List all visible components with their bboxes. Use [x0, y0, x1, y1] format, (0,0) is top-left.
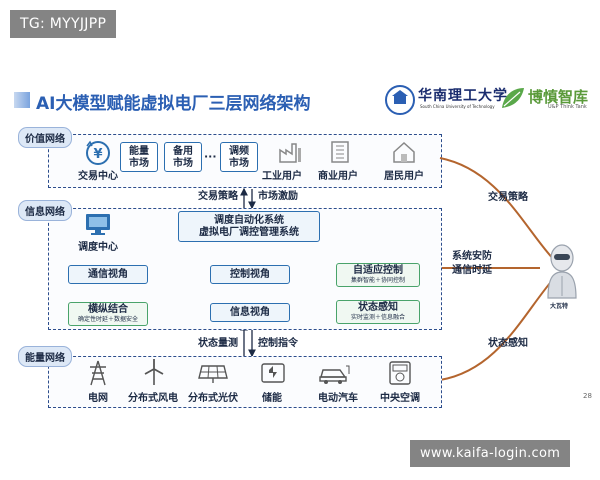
reserve-market-box: 备用 市场 — [164, 142, 202, 172]
right-trading-strategy-label: 交易策略 — [488, 192, 528, 203]
vertical-horizontal-box: 横纵结合 确定性时延＋数据安全 — [68, 302, 148, 326]
right-state-sense-label: 状态感知 — [488, 338, 528, 349]
energy-market-box: 能量 市场 — [120, 142, 158, 172]
adaptive-control-box: 自适应控制 集群智能＋协同控制 — [336, 263, 420, 287]
wind-label: 分布式风电 — [128, 393, 178, 404]
think-tank-name: 博慎智库 — [528, 88, 589, 106]
ev-label: 电动汽车 — [318, 393, 358, 404]
university-seal-icon — [385, 85, 415, 115]
control-command-label: 控制指令 — [258, 338, 298, 349]
state-measure-label: 状态量测 — [198, 338, 238, 349]
energy-network-box — [48, 356, 442, 408]
university-name-en: South China University of Technology — [420, 104, 495, 109]
factory-icon — [279, 143, 301, 163]
robot-name-label: 大瓦特 — [550, 303, 569, 310]
info-network-label: 信息网络 — [18, 200, 72, 221]
house-icon — [393, 141, 415, 163]
air-conditioner-icon — [389, 361, 411, 385]
vertical-horizontal-title: 横纵结合 — [88, 304, 128, 315]
ac-label: 中央空调 — [380, 393, 420, 404]
ai-robot-icon — [547, 244, 577, 299]
state-sense-box: 状态感知 实时监测＋信息融合 — [336, 300, 420, 324]
adaptive-control-sub: 集群智能＋协同控制 — [350, 277, 405, 284]
dispatch-automation-system-box: 调度自动化系统 虚拟电厂调控管理系统 — [178, 211, 320, 242]
grid-label: 电网 — [88, 393, 108, 404]
commercial-user-label: 商业用户 — [318, 171, 358, 182]
adaptive-control-title: 自适应控制 — [353, 265, 403, 276]
industrial-user-label: 工业用户 — [262, 171, 302, 182]
power-tower-icon — [90, 360, 106, 386]
energy-network-label: 能量网络 — [18, 346, 72, 367]
info-view-box: 信息视角 — [210, 303, 290, 322]
value-network-label: 价值网络 — [18, 127, 72, 148]
svg-text:¥: ¥ — [93, 147, 102, 162]
solar-label: 分布式光伏 — [188, 393, 238, 404]
more-markets-dots: ··· — [204, 150, 217, 163]
comm-view-box: 通信视角 — [68, 265, 148, 284]
right-security-latency-label: 系统安防 通信时延 — [452, 251, 492, 276]
wind-turbine-icon — [144, 359, 164, 385]
dispatch-center-label: 调度中心 — [78, 242, 118, 253]
state-sense-sub: 实时监测＋信息融合 — [350, 314, 405, 321]
slide-title: AI大模型赋能虚拟电厂三层网络架构 — [36, 94, 311, 114]
residential-user-label: 居民用户 — [384, 171, 424, 182]
trading-center-label: 交易中心 — [78, 171, 118, 182]
trading-strategy-label: 交易策略 — [198, 191, 238, 202]
solar-panel-icon — [198, 365, 228, 383]
state-sense-title: 状态感知 — [358, 302, 398, 313]
think-tank-name-en: U&P Think Tank — [548, 104, 587, 110]
control-view-box: 控制视角 — [210, 265, 290, 284]
vertical-horizontal-sub: 确定性时延＋数据安全 — [77, 316, 138, 323]
frequency-market-box: 调频 市场 — [220, 142, 258, 172]
battery-storage-icon — [261, 363, 285, 383]
page-number: 28 — [583, 392, 592, 400]
think-tank-leaf-icon — [502, 88, 524, 108]
monitor-icon — [86, 214, 110, 235]
title-accent-bar — [14, 92, 30, 108]
currency-exchange-icon: ¥ — [86, 140, 110, 165]
watermark-top: TG: MYYJJPP — [10, 10, 117, 38]
market-incentive-label: 市场激励 — [258, 191, 298, 202]
electric-car-icon — [319, 365, 350, 384]
storage-label: 储能 — [262, 393, 282, 404]
watermark-bottom: www.kaifa-login.com — [410, 440, 571, 467]
office-building-icon — [331, 141, 349, 163]
university-name: 华南理工大学 — [418, 88, 508, 104]
